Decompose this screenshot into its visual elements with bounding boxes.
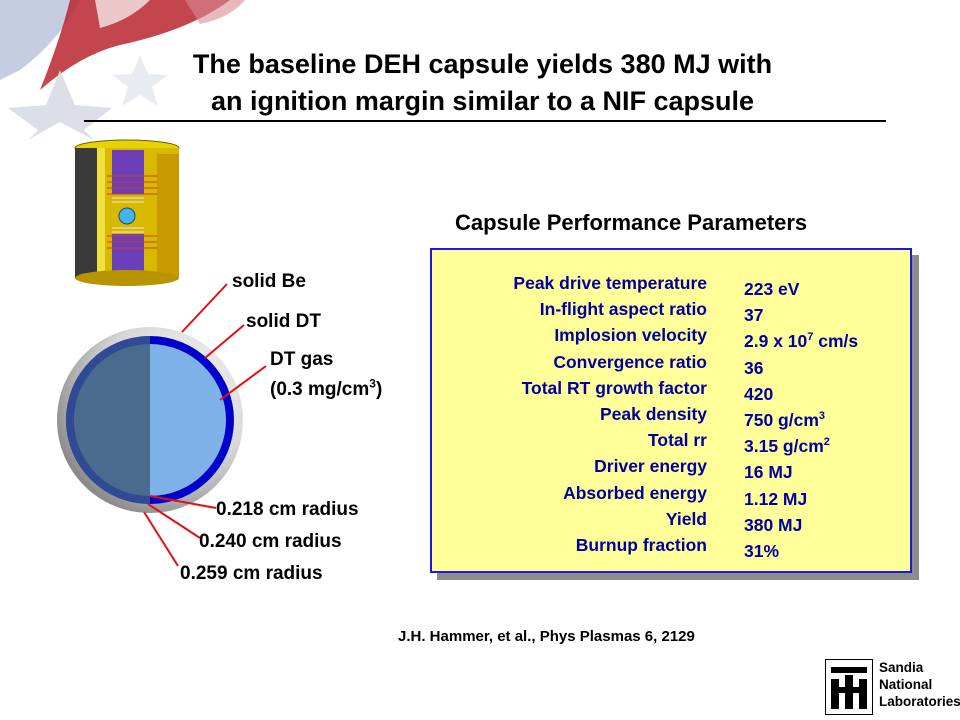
- label-dt-gas-density: (0.3 mg/cm3): [270, 376, 383, 400]
- slide-title: The baseline DEH capsule yields 380 MJ w…: [80, 46, 885, 120]
- param-value: 420: [744, 383, 774, 404]
- label-solid-be: solid Be: [232, 271, 306, 292]
- parameter-names: Peak drive temperature In-flight aspect …: [442, 270, 707, 558]
- param-value: 37: [744, 305, 764, 326]
- param-name: Peak drive temperature: [513, 273, 707, 293]
- label-radius-inner: 0.218 cm radius: [216, 499, 359, 520]
- param-value: 750 g/cm3: [744, 410, 826, 431]
- param-name: In-flight aspect ratio: [539, 299, 707, 320]
- parameter-values: 223 eV 37 2.9 x 107 cm/s 36 420 750 g/cm…: [744, 276, 909, 564]
- leader-line-radius-outer: [143, 511, 179, 567]
- parameters-panel: Peak drive temperature In-flight aspect …: [430, 248, 912, 573]
- label-dt-gas: DT gas: [270, 349, 334, 370]
- hohlraum-cutaway-illustration: [74, 139, 180, 286]
- panel-title: Capsule Performance Parameters: [455, 210, 808, 235]
- sandia-logo-text: Sandia National Laboratories: [879, 660, 960, 709]
- sandia-logo: Sandia National Laboratories: [825, 657, 960, 717]
- param-name: Absorbed energy: [563, 482, 707, 503]
- leader-line-dt-gas: [219, 365, 267, 401]
- title-underline: [84, 120, 886, 122]
- decorative-star-banner: [0, 0, 245, 140]
- leader-line-radius-inner: [149, 495, 217, 509]
- capsule-cross-section: [57, 283, 267, 567]
- param-name: Implosion velocity: [554, 325, 707, 346]
- param-value: 2.9 x 107 cm/s: [744, 331, 859, 352]
- param-name: Yield: [665, 508, 707, 529]
- param-name: Peak density: [600, 404, 707, 425]
- param-name: Burnup fraction: [575, 535, 707, 556]
- param-name: Total rr: [648, 430, 707, 451]
- label-solid-dt: solid DT: [246, 311, 321, 332]
- param-value: 380 MJ: [744, 514, 803, 535]
- label-radius-outer: 0.259 cm radius: [180, 563, 323, 584]
- title-line-2: an ignition margin similar to a NIF caps…: [210, 86, 755, 116]
- param-value: 1.12 MJ: [744, 488, 808, 509]
- param-value: 16 MJ: [744, 462, 793, 483]
- param-name: Total RT growth factor: [521, 377, 707, 398]
- leader-line-solid-be: [181, 283, 228, 333]
- param-value: 3.15 g/cm2: [744, 436, 830, 457]
- sandia-thunderbird-icon: [825, 659, 873, 715]
- param-name: Convergence ratio: [553, 351, 707, 372]
- param-value: 223 eV: [744, 279, 800, 299]
- title-line-1: The baseline DEH capsule yields 380 MJ w…: [192, 49, 773, 79]
- param-value: 31%: [744, 541, 780, 562]
- citation: J.H. Hammer, et al., Phys Plasmas 6, 212…: [398, 628, 695, 645]
- leader-line-radius-middle: [147, 503, 201, 539]
- leader-line-solid-dt: [204, 324, 245, 359]
- param-name: Driver energy: [594, 456, 707, 477]
- param-value: 36: [744, 357, 764, 378]
- label-radius-middle: 0.240 cm radius: [199, 531, 342, 552]
